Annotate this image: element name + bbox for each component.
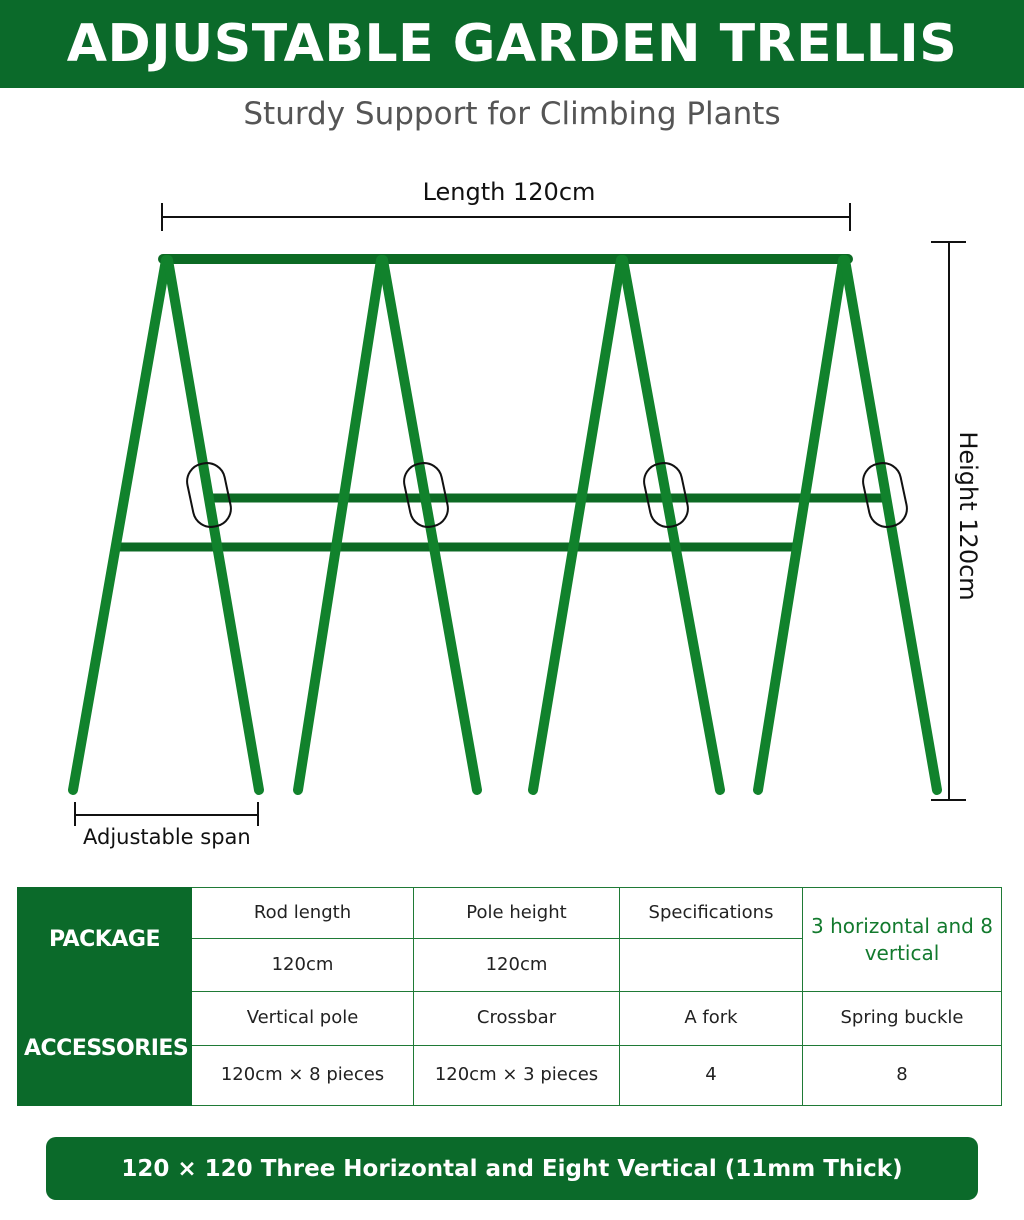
vertical-pole-3: [293, 255, 386, 795]
spring-buckle-2: [403, 462, 449, 528]
adjustable-span-label: Adjustable span: [83, 825, 251, 849]
vertical-pole-4: [378, 255, 482, 795]
accessory-value-vertical-pole: 120cm × 8 pieces: [191, 1045, 414, 1106]
spec-table: PACKAGE Rod length Pole height Specifica…: [17, 887, 1002, 1106]
accessory-label-fork: A fork: [619, 991, 803, 1046]
table-row: 120cm × 8 pieces 120cm × 3 pieces 4 8: [18, 1045, 1002, 1106]
empty-cell: [619, 938, 803, 992]
spring-buckle-1: [186, 462, 232, 528]
height-dimension-line: [931, 241, 966, 801]
height-label: Height 120cm: [954, 431, 982, 601]
footer-text: 120 × 120 Three Horizontal and Eight Ver…: [121, 1155, 903, 1182]
vertical-pole-1: [68, 255, 171, 795]
vertical-pole-6: [618, 255, 725, 795]
vertical-pole-5: [528, 255, 626, 795]
accessory-value-spring-buckle: 8: [802, 1045, 1002, 1106]
vertical-pole-2: [163, 255, 264, 795]
accessory-value-fork: 4: [619, 1045, 803, 1106]
table-row: ACCESSORIES Vertical pole Crossbar A for…: [17, 991, 1002, 1106]
specifications-label: Specifications: [619, 887, 803, 939]
footer-banner: 120 × 120 Three Horizontal and Eight Ver…: [46, 1137, 978, 1200]
accessory-label-spring-buckle: Spring buckle: [802, 991, 1002, 1046]
accessory-label-vertical-pole: Vertical pole: [191, 991, 414, 1046]
accessory-value-crossbar: 120cm × 3 pieces: [413, 1045, 620, 1106]
table-row: PACKAGE Rod length Pole height Specifica…: [17, 887, 1002, 992]
specifications-value: 3 horizontal and 8 vertical: [802, 887, 1002, 992]
spring-buckle-3: [643, 462, 689, 528]
package-header: PACKAGE: [17, 887, 192, 992]
pole-height-value: 120cm: [413, 938, 620, 992]
page-subtitle: Sturdy Support for Climbing Plants: [243, 96, 781, 132]
length-label: Length 120cm: [422, 178, 596, 206]
spring-buckle-4: [862, 462, 908, 528]
accessories-header: ACCESSORIES: [17, 991, 192, 1106]
trellis-diagram: [68, 203, 966, 826]
title-banner: ADJUSTABLE GARDEN TRELLIS: [0, 0, 1024, 88]
span-dimension-line: [74, 802, 259, 826]
pole-height-label: Pole height: [413, 887, 620, 939]
vertical-pole-8: [840, 255, 942, 795]
rod-length-value: 120cm: [191, 938, 414, 992]
page-title: ADJUSTABLE GARDEN TRELLIS: [66, 14, 958, 74]
accessory-label-crossbar: Crossbar: [413, 991, 620, 1046]
rod-length-label: Rod length: [191, 887, 414, 939]
table-row: 120cm 120cm: [18, 938, 1002, 992]
vertical-pole-7: [753, 255, 848, 795]
length-dimension-line: [161, 203, 851, 231]
